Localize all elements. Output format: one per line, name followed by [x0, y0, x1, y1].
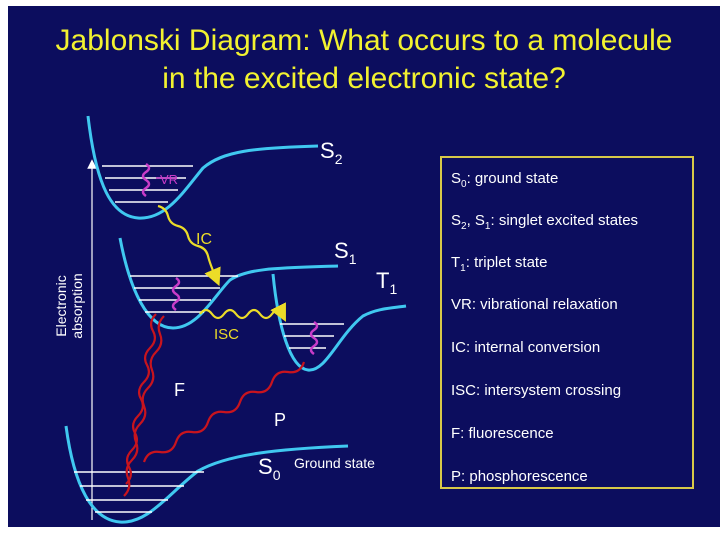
fluorescence-wave-1 [125, 313, 157, 485]
t1-curve [271, 273, 407, 372]
jablonski-diagram: VR IC ISC F P S2 S1 T1 S0 Ground state E… [53, 115, 407, 524]
isc-label: ISC [214, 326, 239, 343]
fluorescence-wave-2 [123, 315, 165, 497]
title-line-1: Jablonski Diagram: What occurs to a mole… [55, 24, 673, 57]
s1-curve [118, 237, 339, 330]
ic-label: IC [196, 231, 212, 248]
absorption-label: Electronic absorption [53, 273, 85, 338]
s0-curve [64, 425, 349, 524]
legend-box: S0: ground state S2, S1: singlet excited… [440, 156, 694, 489]
legend-item-p: P: phosphorescence [451, 468, 588, 485]
legend-item-f: F: fluorescence [451, 425, 554, 442]
s2-label: S2 [320, 138, 343, 167]
title-line-2: in the excited electronic state? [162, 62, 566, 95]
legend-item-s2-s1: S2, S1: singlet excited states [451, 212, 639, 232]
svg-text:absorption: absorption [69, 273, 85, 338]
t1-label: T1 [376, 268, 397, 297]
ground-state-label: Ground state [294, 455, 375, 471]
vr-squiggle-s2 [141, 162, 151, 198]
legend-item-s0: S0: ground state [451, 170, 559, 190]
phosphorescence-label: P [274, 410, 286, 430]
svg-text:Electronic: Electronic [53, 275, 69, 336]
s1-label: S1 [334, 238, 357, 267]
phosphorescence-wave [142, 361, 306, 463]
legend-item-ic: IC: internal conversion [451, 339, 601, 356]
s0-vibrational-levels [74, 471, 204, 513]
legend-item-isc: ISC: intersystem crossing [451, 382, 622, 399]
vr-label: VR [160, 172, 178, 187]
ic-wavy-arrow [157, 204, 221, 287]
s1-vibrational-levels [130, 275, 238, 313]
slide: Jablonski Diagram: What occurs to a mole… [8, 6, 720, 527]
s2-curve [86, 115, 319, 220]
legend-item-vr: VR: vibrational relaxation [451, 296, 618, 313]
isc-wavy-arrow [199, 302, 286, 322]
vr-squiggle-t1 [309, 320, 319, 356]
fluorescence-label: F [174, 380, 185, 400]
t1-vibrational-levels [280, 323, 344, 349]
s0-label: S0 [258, 454, 281, 483]
slide-title: Jablonski Diagram: What occurs to a mole… [8, 22, 720, 98]
legend-item-t1: T1: triplet state [451, 254, 548, 274]
vr-squiggle-s1 [171, 276, 181, 312]
